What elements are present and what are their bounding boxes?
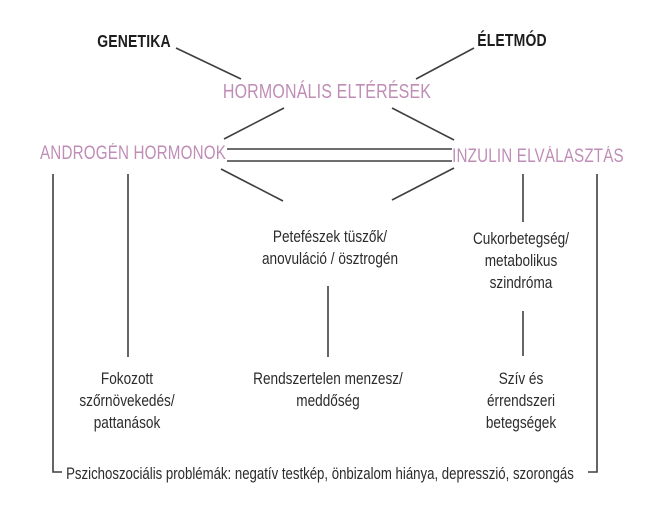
- node-hormonalis-elteresek-label: HORMONÁLIS ELTÉRÉSEK: [222, 81, 432, 103]
- edge-androgen-petefeszek: [220, 168, 284, 202]
- node-rendszertelen-label: Rendszertelen menzesz/ meddőség: [253, 369, 403, 410]
- node-sziv: Szív és érrendszeri betegségek: [455, 368, 588, 434]
- node-inzulin-elvalasztas-label: INZULIN ELVÁLASZTÁS: [452, 146, 624, 167]
- edge-genetika-hormonalis: [175, 47, 242, 80]
- node-eletmod-label: ÉLETMÓD: [477, 30, 547, 50]
- node-genetika-label: GENETIKA: [97, 31, 171, 51]
- node-cukorbetegseg: Cukorbetegség/ metabolikus szindróma: [461, 228, 581, 294]
- edge-eletmod-hormonalis: [415, 47, 475, 80]
- bracket-right: [588, 174, 598, 473]
- node-petefeszek: Petefészek tüszők/ anovuláció / ösztrogé…: [245, 226, 415, 270]
- node-androgen-hormonok-label: ANDROGÉN HORMONOK: [40, 143, 226, 164]
- node-eletmod: ÉLETMÓD: [469, 30, 556, 51]
- node-fokozott-label: Fokozott szőrnövekedés/ pattanások: [79, 369, 175, 432]
- node-pszichoszocialis-label: Pszichoszociális problémák: negatív test…: [66, 465, 574, 483]
- node-petefeszek-label: Petefészek tüszők/ anovuláció / ösztrogé…: [261, 227, 399, 268]
- node-sziv-label: Szív és érrendszeri betegségek: [485, 369, 557, 432]
- node-androgen-hormonok: ANDROGÉN HORMONOK: [17, 143, 249, 165]
- node-pszichoszocialis: Pszichoszociális problémák: negatív test…: [3, 465, 638, 484]
- edge-hormonalis-androgen: [223, 107, 285, 140]
- node-cukorbetegseg-label: Cukorbetegség/ metabolikus szindróma: [472, 229, 570, 292]
- node-hormonalis-elteresek: HORMONÁLIS ELTÉRÉSEK: [197, 81, 457, 104]
- node-rendszertelen: Rendszertelen menzesz/ meddőség: [234, 368, 421, 412]
- node-inzulin-elvalasztas: INZULIN ELVÁLASZTÁS: [431, 146, 646, 168]
- node-genetika: GENETIKA: [88, 31, 180, 52]
- node-fokozott: Fokozott szőrnövekedés/ pattanások: [67, 368, 186, 434]
- edge-hormonalis-inzulin: [391, 107, 455, 141]
- bracket-left: [52, 174, 62, 473]
- edge-inzulin-petefeszek: [391, 167, 455, 201]
